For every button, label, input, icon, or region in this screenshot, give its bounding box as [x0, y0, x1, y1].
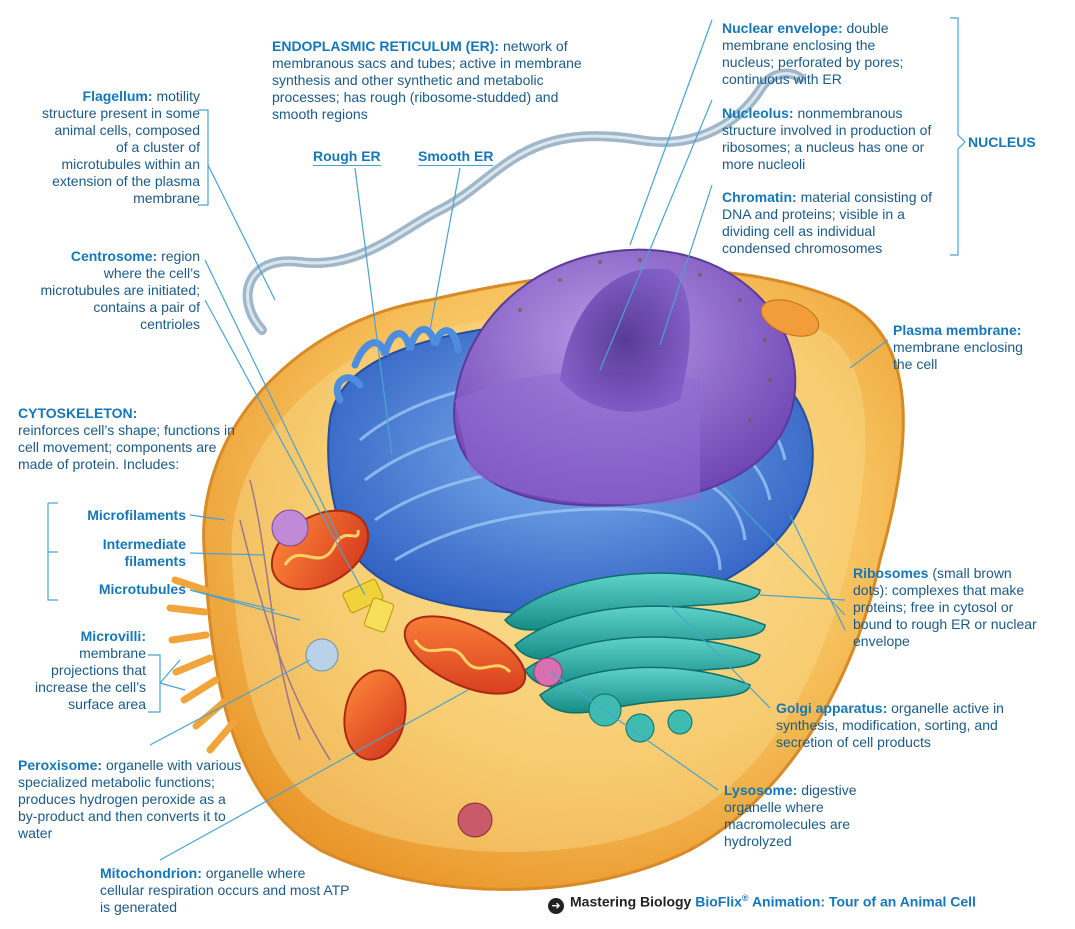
mitochondrion-label: Mitochondrion: organelle where cellular …	[100, 865, 350, 915]
footer-animation: Animation: Tour of an Animal Cell	[751, 893, 976, 910]
lysosome-shape	[533, 657, 563, 687]
nucleolus-shape	[560, 268, 690, 412]
centrosome-shape	[342, 578, 395, 633]
plasma-membrane-label: Plasma membrane: membrane enclosing the …	[893, 322, 1023, 372]
nucleolus-label: Nucleolus: nonmembranous structure invol…	[722, 105, 932, 172]
arrow-right-icon: ➜	[548, 897, 564, 914]
ribosomes-label: Ribosomes (small brown dots): complexes …	[853, 565, 1037, 649]
footer-reg: ®	[741, 893, 749, 903]
centrosome-label: Centrosome: region where the cell’s micr…	[40, 248, 200, 332]
microtubules-label: Microtubules	[98, 581, 186, 597]
lysosome-label: Lysosome: digestive organelle where macr…	[724, 782, 857, 849]
footer-brand: Mastering Biology	[570, 893, 692, 910]
microvilli-shape	[166, 576, 238, 754]
smooth-er-label: Smooth ER	[418, 148, 494, 166]
footer-bioflix-name: BioFlix	[695, 893, 742, 910]
footer-bioflix[interactable]: ➜ Mastering Biology BioFlix® Animation: T…	[548, 893, 976, 914]
golgi-label: Golgi apparatus: organelle active in syn…	[776, 700, 1004, 750]
cytoskeleton-label: CYTOSKELETON:reinforces cell’s shape; fu…	[18, 405, 235, 472]
chromatin-label: Chromatin: material consisting of DNA an…	[722, 189, 933, 256]
intermediate-filaments-label: Intermediate filaments	[102, 536, 186, 569]
golgi-shape	[503, 572, 766, 714]
leader-lines	[47, 17, 966, 861]
nucleus-label: NUCLEUS	[968, 134, 1036, 150]
er-label: ENDOPLASMIC RETICULUM (ER): network of m…	[272, 38, 582, 122]
flagellum-label: Flagellum: motility structure present in…	[42, 88, 200, 206]
rough-er-label: Rough ER	[313, 148, 381, 166]
microvilli-label: Microvilli:membrane projections that inc…	[34, 628, 146, 712]
nuclear-envelope-label: Nuclear envelope: double membrane enclos…	[722, 20, 904, 87]
peroxisome-label: Peroxisome: organelle with various speci…	[18, 757, 242, 841]
microfilaments-label: Microfilaments	[87, 507, 186, 523]
peroxisome-shape	[305, 638, 339, 672]
